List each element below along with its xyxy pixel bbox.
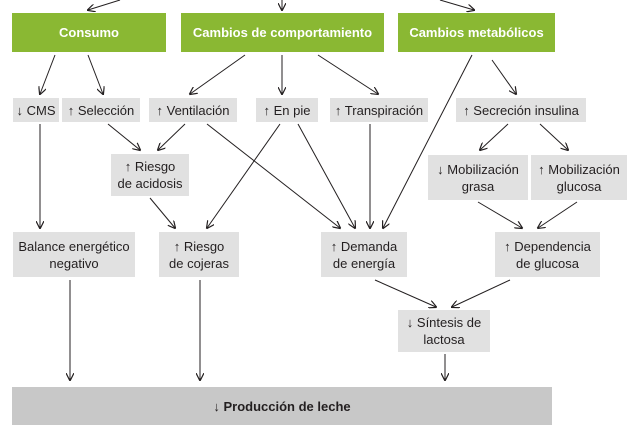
node-sintesis-lactosa: ↓ Síntesis de lactosa [398, 310, 490, 352]
node-demanda-energia-label: ↑ Demanda de energía [330, 238, 398, 271]
arrow-seleccion-acidosis [107, 123, 140, 150]
arrow-comp-ventilacion [190, 54, 246, 94]
node-dependencia-glucosa-label: ↑ Dependencia de glucosa [504, 238, 591, 271]
header-comportamiento: Cambios de comportamiento [181, 13, 384, 52]
node-secrecion-insulina-label: ↑ Secreción insulina [463, 102, 579, 118]
node-mobilizacion-glucosa-label: ↑ Mobilización glucosa [538, 161, 620, 194]
node-balance-energetico-label: Balance energético negativo [18, 238, 130, 271]
arrow-consumo-cms [40, 54, 56, 94]
header-comportamiento-label: Cambios de comportamiento [192, 25, 373, 40]
header-consumo-label: Consumo [59, 25, 119, 40]
arrow-dependencia-sintesis [452, 279, 511, 307]
arrow-enpie-cojeras [207, 123, 281, 228]
node-seleccion-label: ↑ Selección [67, 102, 135, 118]
node-transpiracion: ↑ Transpiración [330, 98, 428, 122]
header-consumo: Consumo [12, 13, 166, 52]
node-en-pie: ↑ En pie [256, 98, 318, 122]
node-mobilizacion-grasa-label: ↓ Mobilización grasa [437, 161, 519, 194]
node-seleccion: ↑ Selección [62, 98, 140, 122]
node-riesgo-acidosis-label: ↑ Riesgo de acidosis [117, 159, 183, 191]
arrow-grasa-dependencia [477, 201, 522, 228]
arrow-secrecion-grasa [480, 123, 509, 150]
arrow-secrecion-glucosa [539, 123, 568, 150]
node-mobilizacion-glucosa: ↑ Mobilización glucosa [531, 155, 627, 200]
arrow-met-demanda [383, 54, 473, 228]
result-produccion-leche: ↓ Producción de leche [12, 387, 552, 425]
arrow-top-left [88, 0, 121, 10]
node-mobilizacion-grasa: ↓ Mobilización grasa [428, 155, 528, 200]
arrow-glucosa-dependencia [538, 201, 578, 228]
arrow-consumo-seleccion [87, 54, 103, 94]
node-balance-energetico: Balance energético negativo [13, 232, 135, 277]
node-dependencia-glucosa: ↑ Dependencia de glucosa [495, 232, 600, 277]
node-ventilacion: ↑ Ventilación [149, 98, 237, 122]
header-metabolicos-label: Cambios metabólicos [409, 25, 544, 40]
arrow-met-secrecion [491, 59, 516, 94]
node-en-pie-label: ↑ En pie [263, 102, 311, 118]
arrow-demanda-sintesis [374, 279, 436, 307]
node-demanda-energia: ↑ Demanda de energía [321, 232, 407, 277]
header-metabolicos: Cambios metabólicos [398, 13, 555, 52]
node-cms-label: ↓ CMS [16, 102, 56, 118]
arrow-ventilacion-acidosis [158, 123, 186, 150]
arrow-enpie-demanda [297, 123, 355, 228]
arrow-acidosis-cojeras [149, 197, 175, 228]
node-riesgo-cojeras: ↑ Riesgo de cojeras [159, 232, 239, 277]
node-sintesis-lactosa-label: ↓ Síntesis de lactosa [406, 315, 482, 347]
result-produccion-leche-label: ↓ Producción de leche [213, 398, 351, 414]
node-riesgo-acidosis: ↑ Riesgo de acidosis [111, 154, 189, 196]
node-secrecion-insulina: ↑ Secreción insulina [456, 98, 586, 122]
node-riesgo-cojeras-label: ↑ Riesgo de cojeras [169, 238, 229, 271]
arrow-ventilacion-demanda [206, 123, 340, 228]
node-ventilacion-label: ↑ Ventilación [156, 102, 230, 118]
arrow-top-right [439, 0, 474, 10]
arrow-comp-transpiracion [317, 54, 378, 94]
node-cms: ↓ CMS [13, 98, 59, 122]
node-transpiracion-label: ↑ Transpiración [334, 102, 424, 118]
